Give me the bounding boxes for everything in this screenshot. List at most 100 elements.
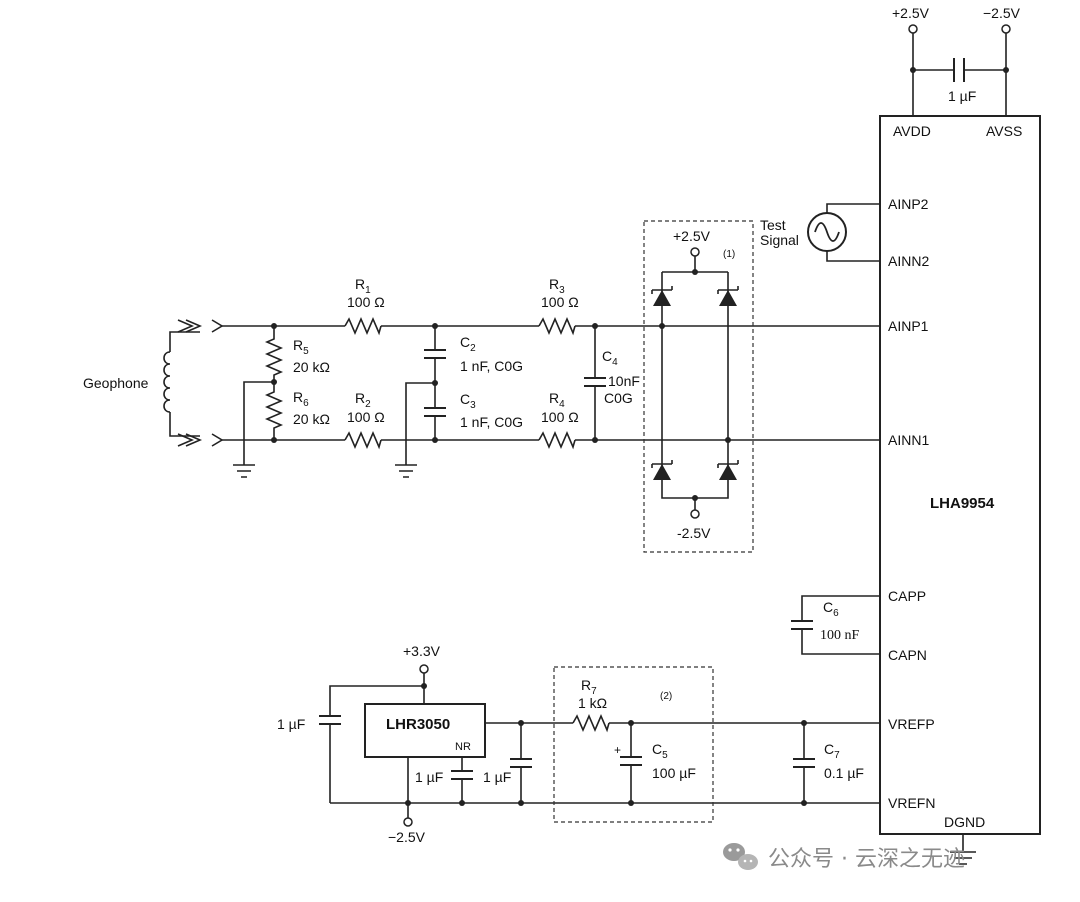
connector-top-icon (177, 319, 224, 333)
ref-neg-label: −2.5V (388, 829, 426, 845)
junction-ref-supply (421, 683, 427, 689)
protection-box (643, 220, 754, 553)
geophone-leads (169, 331, 200, 437)
sine-icon (814, 222, 840, 242)
dgnd-ground (950, 834, 976, 865)
pin-vrefn: VREFN (888, 795, 935, 811)
r6-value: 20 kΩ (293, 411, 330, 427)
ref-chip-nr: NR (455, 741, 471, 753)
junction-avss (1003, 67, 1009, 73)
junction-nr-cap (459, 800, 465, 806)
protection-neg-label: -2.5V (677, 525, 711, 541)
r4-name: R4 (549, 390, 565, 410)
supply-cap-plates (953, 58, 965, 82)
supply-neg-label: −2.5V (983, 5, 1021, 21)
c5-plates (620, 756, 642, 766)
ic-name: LHA9954 (930, 495, 995, 512)
junction-prot-bottom (692, 495, 698, 501)
resistor-r1 (344, 316, 382, 336)
diode-bottom-left-icon (651, 460, 673, 480)
junction-c7-top (801, 720, 807, 726)
test-signal-label-2: Signal (760, 232, 799, 248)
ref-out-cap-plates (510, 758, 532, 768)
supply-pos-label: +2.5V (892, 5, 930, 21)
junction-c5-top (628, 720, 634, 726)
filter-note: (2) (660, 691, 672, 702)
pin-capn: CAPN (888, 647, 927, 663)
junction-d-left-p (659, 323, 665, 329)
c4-value: 10nF (608, 373, 640, 389)
capacitor-c6 (801, 595, 880, 655)
junction-ref-gnd (405, 800, 411, 806)
test-signal-label-1: Test (760, 217, 786, 233)
junction-c5-bottom (628, 800, 634, 806)
supply-wires (912, 33, 1007, 116)
watermark-text: 公众号 · 云深之无迹 (768, 847, 965, 872)
resistor-r4 (538, 430, 576, 450)
r5-name: R5 (293, 337, 309, 357)
r3-name: R3 (549, 276, 565, 296)
diode-bottom-right-icon (717, 460, 739, 480)
resistor-r6 (264, 382, 284, 440)
c5-name: C5 (652, 741, 668, 761)
junction-c2c3 (432, 380, 438, 386)
test-signal-wires (826, 203, 880, 262)
r5-value: 20 kΩ (293, 359, 330, 375)
c2c3-ground (395, 382, 435, 478)
geophone-coil (163, 351, 171, 413)
supply-pos-terminal (908, 24, 918, 34)
supply-neg-terminal (1001, 24, 1011, 34)
ref-cap-in-plates (319, 715, 341, 725)
protection-wires (661, 256, 729, 510)
r3-value: 100 Ω (541, 294, 579, 310)
junction-avdd (910, 67, 916, 73)
resistor-r2 (344, 430, 382, 450)
c7-value: 0.1 µF (824, 765, 864, 781)
supply-cap-label: 1 µF (948, 88, 976, 104)
r2-name: R2 (355, 390, 371, 410)
pin-avdd: AVDD (893, 123, 931, 139)
pin-ainn1: AINN1 (888, 432, 929, 448)
junction-c7-bottom (801, 800, 807, 806)
r7-value: 1 kΩ (578, 695, 607, 711)
filter-box (553, 666, 714, 823)
ref-neg-terminal (403, 817, 413, 827)
resistor-r3 (538, 316, 576, 336)
c4-value-2: C0G (604, 390, 633, 406)
ref-out-cap-label: 1 µF (483, 769, 511, 785)
r7-name: R7 (581, 677, 597, 697)
c7-name: C7 (824, 741, 840, 761)
resistor-r7 (572, 713, 610, 733)
c6-name: C6 (823, 599, 839, 619)
junction-r5-top (271, 323, 277, 329)
ref-supply-terminal (419, 664, 429, 674)
c5-value: 100 µF (652, 765, 696, 781)
ref-chip-name: LHR3050 (386, 716, 450, 733)
r1-value: 100 Ω (347, 294, 385, 310)
c6-plates (791, 620, 813, 630)
protection-note: (1) (723, 249, 735, 260)
c4-name: C4 (602, 348, 618, 368)
junction-c4-top (592, 323, 598, 329)
diode-top-left-icon (651, 286, 673, 306)
protection-pos-label: +2.5V (673, 228, 711, 244)
c3-value: 1 nF, C0G (460, 414, 523, 430)
pin-ainp2: AINP2 (888, 196, 929, 212)
c2-value: 1 nF, C0G (460, 358, 523, 374)
junction-c4-bottom (592, 437, 598, 443)
junction-r6-bottom (271, 437, 277, 443)
junction-r5r6 (271, 379, 277, 385)
junction-out-cap-top (518, 720, 524, 726)
protection-pos-terminal (690, 247, 700, 257)
ic-body (879, 115, 1041, 835)
c4-plates (584, 377, 606, 387)
ref-cap-in-label: 1 µF (277, 716, 305, 732)
pin-capp: CAPP (888, 588, 926, 604)
c5-plus: + (614, 743, 621, 757)
r4-value: 100 Ω (541, 409, 579, 425)
junction-d-right-n (725, 437, 731, 443)
ref-nr-cap-plates (451, 770, 473, 780)
r5r6-ground (233, 381, 274, 478)
geophone-label: Geophone (83, 375, 149, 391)
